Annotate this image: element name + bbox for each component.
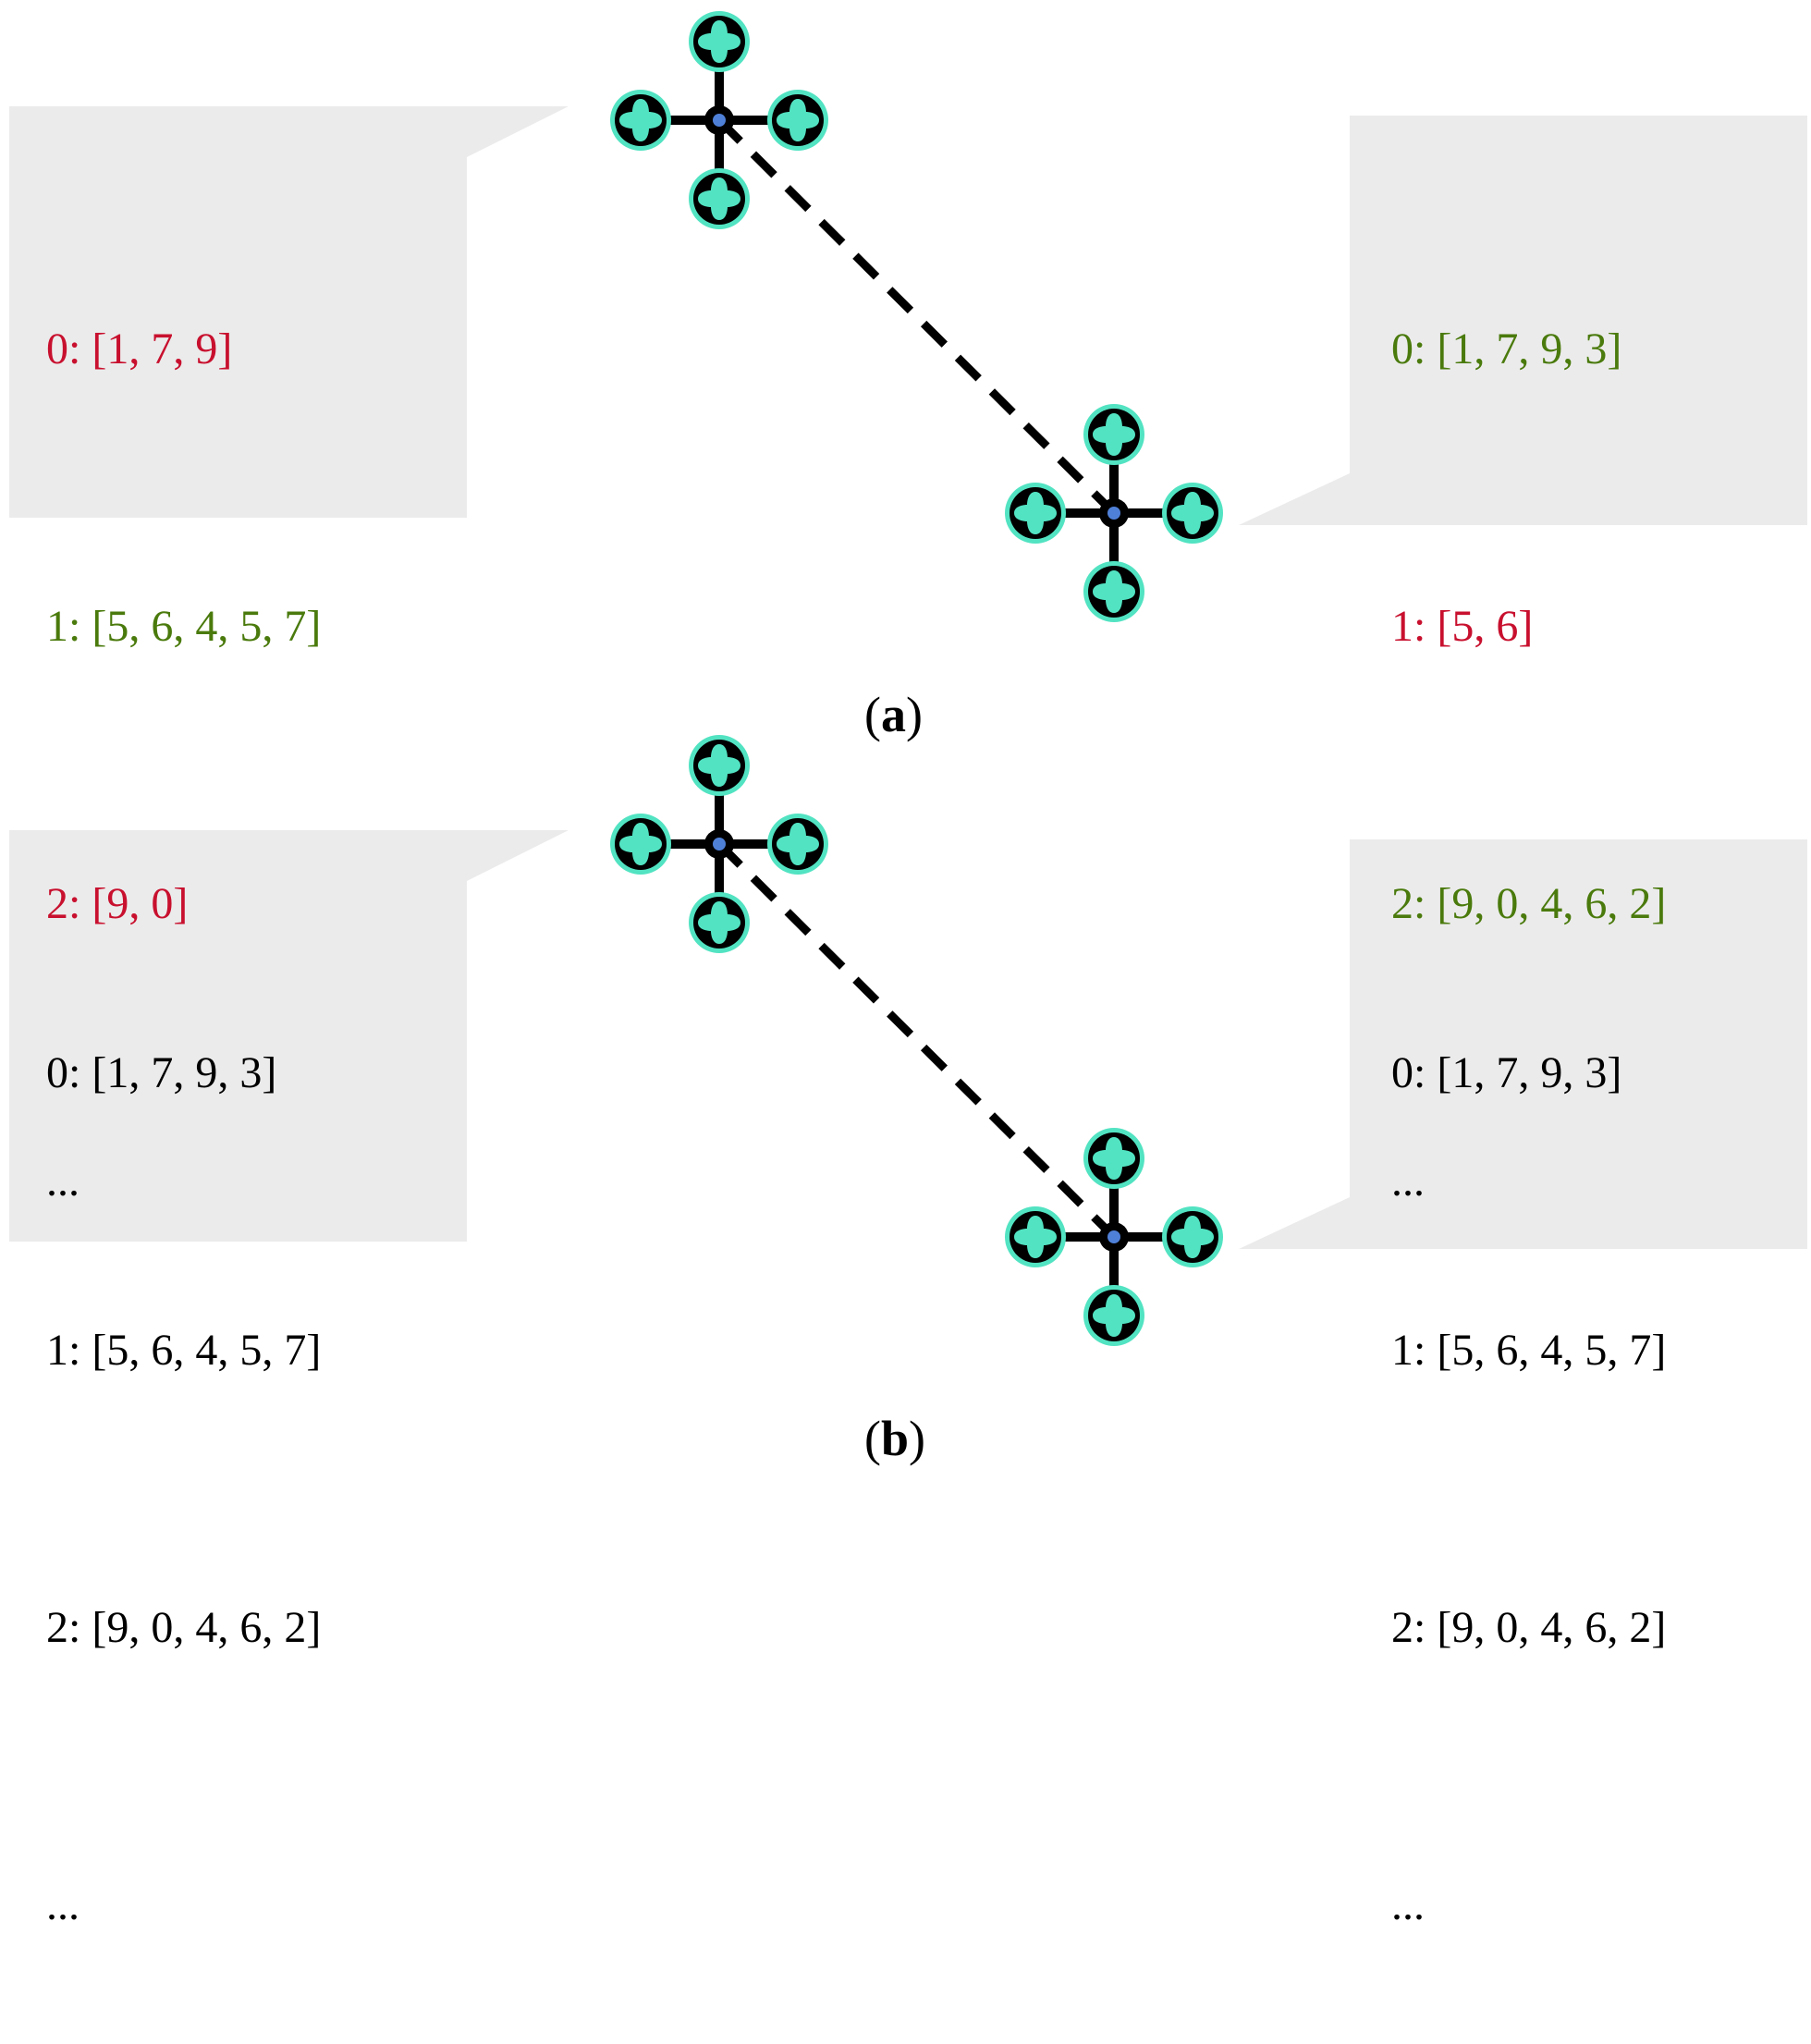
- list-item: 2: [9, 0, 4, 6, 2]: [46, 1603, 322, 1652]
- list-item: 0: [1, 7, 9, 3]: [46, 1048, 277, 1097]
- list-item: 2: [9, 0, 4, 6, 2]: [1391, 1603, 1667, 1652]
- panel-letter: b: [880, 1411, 910, 1466]
- communication-link-b: [716, 840, 1118, 1241]
- list-item: 0: [1, 7, 9, 3]: [1391, 1048, 1622, 1097]
- diagram-canvas: [9, 11, 1807, 1346]
- list-item: ...: [46, 1880, 80, 1929]
- list-item: 0: [1, 7, 9, 3]: [1391, 324, 1622, 373]
- left-bubble-text-a: 0: [1, 7, 9] 1: [5, 6, 4, 5, 7] 2: [9, 0…: [46, 118, 321, 1320]
- list-item: 1: [5, 6, 4, 5, 7]: [46, 1326, 322, 1375]
- list-item: ...: [1391, 1880, 1425, 1929]
- right-bubble-text-b: 0: [1, 7, 9, 3] 1: [5, 6, 4, 5, 7] 2: [9…: [1391, 842, 1666, 2044]
- list-item: 0: [1, 7, 9]: [46, 324, 233, 373]
- list-item: 2: [9, 0, 4, 6, 2]: [1391, 879, 1667, 928]
- list-item: ...: [1391, 1157, 1425, 1206]
- speech-bubble-right-b: [1239, 839, 1807, 1249]
- speech-bubble-left-b: [9, 830, 569, 1242]
- panel-b: [9, 735, 1807, 1346]
- left-bubble-text-b: 0: [1, 7, 9, 3] 1: [5, 6, 4, 5, 7] 2: [9…: [46, 842, 321, 2044]
- list-item: 1: [5, 6]: [1391, 602, 1534, 651]
- speech-bubble-left-a: [9, 106, 569, 518]
- communication-link-a: [716, 116, 1118, 517]
- right-bubble-text-a: 0: [1, 7, 9, 3] 1: [5, 6] 2: [9, 0, 4, 6…: [1391, 118, 1666, 1320]
- panel-a: [9, 11, 1807, 622]
- panel-letter: a: [880, 687, 906, 742]
- panel-label-b: (b): [864, 1411, 926, 1466]
- list-item: ...: [46, 1157, 80, 1206]
- list-item: 1: [5, 6, 4, 5, 7]: [1391, 1326, 1667, 1375]
- list-item: 1: [5, 6, 4, 5, 7]: [46, 602, 322, 651]
- list-item: 2: [9, 0]: [46, 879, 189, 928]
- speech-bubble-right-a: [1239, 116, 1807, 525]
- panel-label-a: (a): [864, 687, 923, 742]
